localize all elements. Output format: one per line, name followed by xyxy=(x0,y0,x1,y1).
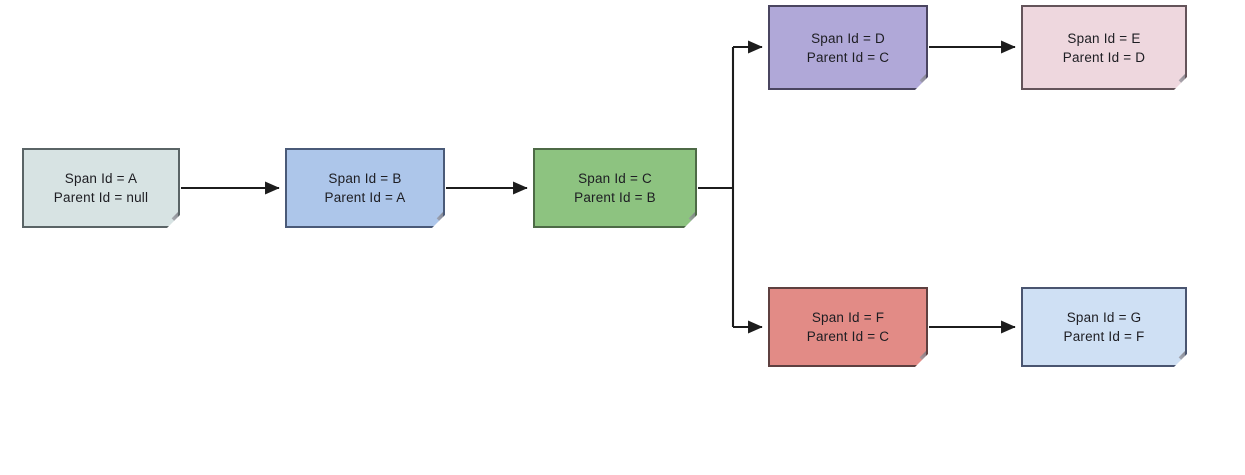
span-node-g[interactable]: Span Id = G Parent Id = F xyxy=(1021,287,1187,367)
span-id-label: Span Id = E xyxy=(1067,30,1141,46)
span-id-label: Span Id = B xyxy=(328,171,402,186)
span-id-label: Span Id = A xyxy=(64,171,138,186)
span-node-d[interactable]: Span Id = D Parent Id = C xyxy=(768,5,928,90)
parent-id-label: Parent Id = A xyxy=(324,190,406,205)
folded-corner-icon xyxy=(681,212,695,226)
folded-corner-icon xyxy=(1171,74,1185,88)
folded-corner-icon xyxy=(429,212,443,226)
parent-id-label: Parent Id = null xyxy=(53,190,149,205)
parent-id-label: Parent Id = B xyxy=(574,190,656,205)
parent-id-label: Parent Id = C xyxy=(806,49,890,65)
span-node-f[interactable]: Span Id = F Parent Id = C xyxy=(768,287,928,367)
span-id-label: Span Id = F xyxy=(811,310,885,325)
span-id-label: Span Id = C xyxy=(578,171,652,186)
span-node-b[interactable]: Span Id = B Parent Id = A xyxy=(285,148,445,228)
span-id-label: Span Id = D xyxy=(811,30,885,46)
folded-corner-icon xyxy=(912,351,926,365)
parent-id-label: Parent Id = D xyxy=(1062,49,1146,65)
parent-id-label: Parent Id = C xyxy=(806,329,890,344)
folded-corner-icon xyxy=(1171,351,1185,365)
span-node-a[interactable]: Span Id = A Parent Id = null xyxy=(22,148,180,228)
folded-corner-icon xyxy=(164,212,178,226)
span-id-label: Span Id = G xyxy=(1066,310,1142,325)
folded-corner-icon xyxy=(912,74,926,88)
span-node-e[interactable]: Span Id = E Parent Id = D xyxy=(1021,5,1187,90)
parent-id-label: Parent Id = F xyxy=(1063,329,1145,344)
span-node-c[interactable]: Span Id = C Parent Id = B xyxy=(533,148,697,228)
